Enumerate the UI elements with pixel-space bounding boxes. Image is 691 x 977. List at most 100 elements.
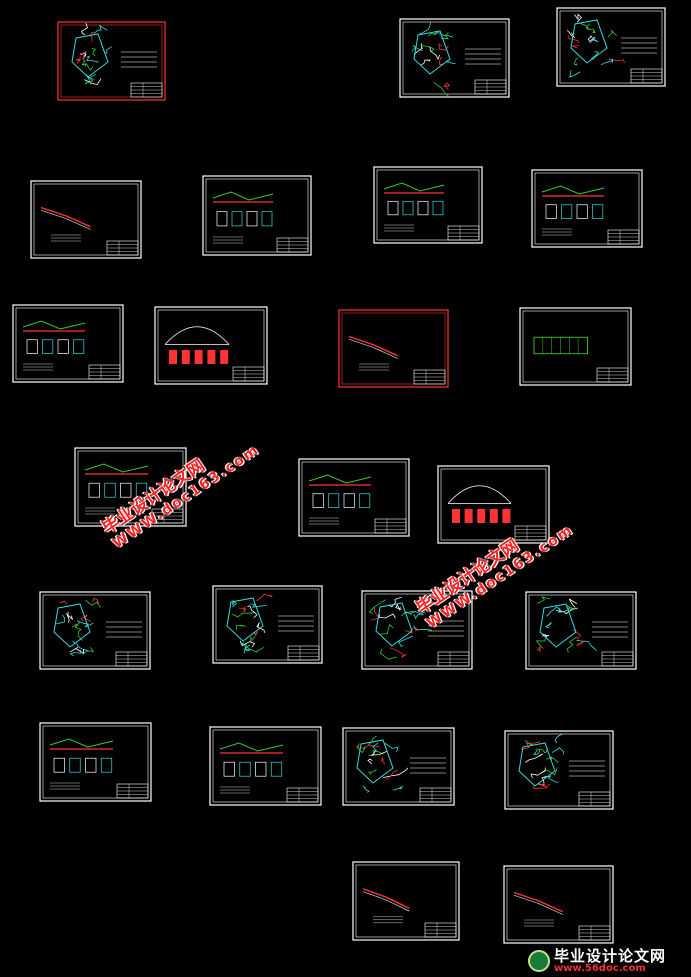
drawing-sheet-3[interactable] (556, 7, 666, 87)
drawing-sheet-11[interactable] (519, 307, 632, 386)
drawing-sheet-7[interactable] (531, 169, 643, 248)
sheet-border (202, 175, 312, 256)
drawing-sheet-10[interactable] (338, 309, 449, 388)
sheet-border (39, 722, 152, 802)
sheet-content (541, 185, 605, 236)
sheet-content (164, 326, 230, 364)
title-block (514, 525, 547, 541)
drawing-sheet-15[interactable] (39, 591, 151, 670)
sheet-inner-border (215, 588, 320, 661)
sheet-inner-border (42, 594, 148, 667)
sheet-border (504, 730, 614, 810)
sheet-inner-border (341, 312, 446, 385)
sheet-content (71, 22, 157, 86)
sheet-content (49, 738, 114, 790)
title-block (447, 225, 480, 241)
sheet-border (373, 166, 483, 244)
sheet-border (399, 18, 510, 98)
sheet-border (39, 591, 151, 670)
sheet-inner-border (212, 729, 319, 803)
title-block (106, 240, 139, 256)
sheet-content (226, 593, 314, 654)
sheet-border (525, 591, 637, 670)
sheet-inner-border (345, 730, 452, 803)
drawing-sheet-13[interactable] (298, 458, 410, 537)
sheet-border (74, 447, 187, 527)
drawing-sheet-16[interactable] (212, 585, 323, 664)
drawing-sheet-19[interactable] (39, 722, 152, 802)
sheet-content (362, 888, 410, 923)
title-block (596, 367, 629, 383)
sheet-inner-border (528, 594, 634, 667)
sheet-content (219, 742, 284, 794)
title-block (578, 791, 611, 807)
drawing-sheet-17[interactable] (361, 590, 473, 670)
sheet-content (535, 596, 628, 653)
sheet-content (368, 596, 464, 660)
sheet-content (53, 597, 142, 657)
sheet-border (57, 21, 166, 101)
sheet-inner-border (157, 309, 265, 382)
drawing-sheet-12[interactable] (74, 447, 187, 527)
title-block (287, 645, 320, 661)
title-block (151, 508, 184, 524)
title-block (374, 518, 407, 534)
drawing-sheet-9[interactable] (154, 306, 268, 385)
sheet-border (352, 861, 460, 941)
sheet-border (30, 180, 142, 259)
drawing-sheet-21[interactable] (342, 727, 455, 806)
sheet-inner-border (534, 172, 640, 245)
sheet-inner-border (440, 468, 547, 541)
sheet-content (84, 463, 149, 515)
drawing-sheet-1[interactable] (57, 21, 166, 101)
sheet-inner-border (33, 183, 139, 256)
sheet-border (342, 727, 455, 806)
title-block (437, 651, 470, 667)
sheet-inner-border (301, 461, 407, 534)
title-block (88, 364, 121, 380)
brand-url: www.56doc.com (554, 962, 646, 974)
brand-title: 毕业设计论文网 (554, 946, 667, 965)
sheet-content (447, 485, 512, 523)
title-block (607, 229, 640, 245)
sheet-content (513, 891, 564, 927)
sheet-border (556, 7, 666, 87)
sheet-inner-border (402, 21, 507, 95)
sheet-content (212, 191, 274, 244)
drawing-sheet-23[interactable] (352, 861, 460, 941)
title-block (630, 68, 663, 84)
title-block (419, 787, 452, 803)
title-block (276, 237, 309, 253)
title-block (601, 651, 634, 667)
drawing-sheet-2[interactable] (399, 18, 510, 98)
drawing-sheet-20[interactable] (209, 726, 322, 806)
sheet-inner-border (364, 593, 470, 667)
sheet-content (383, 182, 445, 232)
sheet-border (503, 865, 614, 944)
sheet-content (518, 734, 605, 789)
sheet-border (338, 309, 449, 388)
sheet-content (411, 22, 501, 98)
drawing-sheet-5[interactable] (202, 175, 312, 256)
sheet-inner-border (205, 178, 309, 253)
drawing-sheet-6[interactable] (373, 166, 483, 244)
sheet-content (308, 474, 372, 525)
sheet-border (154, 306, 268, 385)
sheet-border (519, 307, 632, 386)
drawing-sheet-8[interactable] (12, 304, 124, 383)
sheet-border (531, 169, 643, 248)
drawing-sheet-22[interactable] (504, 730, 614, 810)
title-block (578, 925, 611, 941)
title-block (232, 366, 265, 382)
drawing-sheet-4[interactable] (30, 180, 142, 259)
sheet-inner-border (559, 10, 663, 84)
sheet-border (298, 458, 410, 537)
sheet-inner-border (507, 733, 611, 807)
drawing-sheet-18[interactable] (525, 591, 637, 670)
sheet-border (209, 726, 322, 806)
sheet-inner-border (77, 450, 184, 524)
sheet-inner-border (376, 169, 480, 241)
drawing-sheet-24[interactable] (503, 865, 614, 944)
drawing-sheet-14[interactable] (437, 465, 550, 544)
